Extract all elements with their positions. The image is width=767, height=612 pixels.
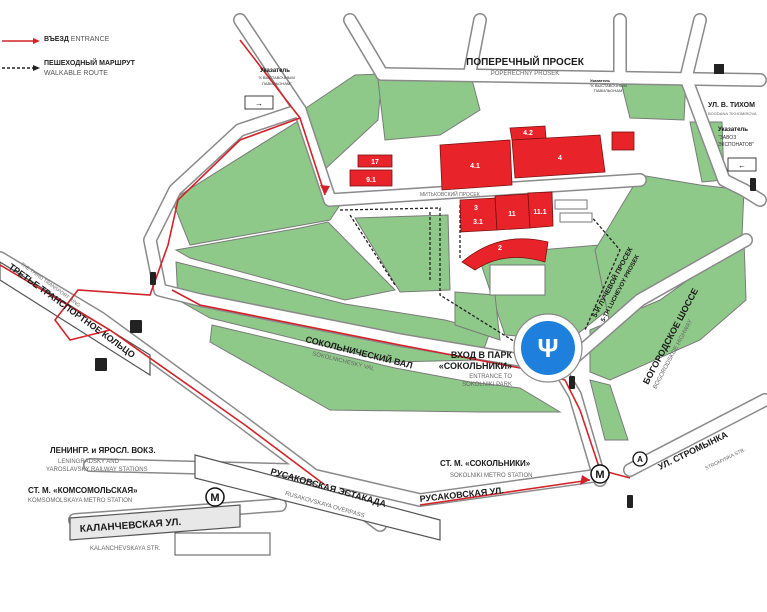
stations-en-line2: YAROSLAVSKY RAILWAY STATIONS <box>46 467 148 473</box>
fuel-icons <box>95 320 142 371</box>
pavilion-3-1-label: 3.1 <box>473 219 483 226</box>
pavilion-2 <box>461 238 549 271</box>
park-green-areas <box>171 71 747 441</box>
legend-entrance-ru: ВЪЕЗД <box>44 36 69 43</box>
metro-komsomolskaya-label: СТ. М. «КОМСОМОЛЬСКАЯ» <box>28 486 138 495</box>
kalanchevskaya-strip <box>69 504 271 556</box>
traffic-light-icon <box>569 376 575 389</box>
svg-text:ПАВИЛЬОНАМ": ПАВИЛЬОНАМ" <box>594 88 624 93</box>
legend-entrance-en: ENTRANCE <box>70 36 110 43</box>
park-entrance-label: ВХОД В ПАРК «СОКОЛЬНИКИ» ENTRANCE TO SOK… <box>439 350 513 388</box>
stations-en-line1: LENINGRADSKY AND <box>58 459 120 465</box>
road-sign-icon <box>714 64 724 74</box>
poperechny-label: ПОПЕРЕЧНЫЙ ПРОСЕК <box>466 55 585 68</box>
pavilion-9-1-label: 9.1 <box>366 177 376 184</box>
pavilion-4-label: 4 <box>558 155 562 162</box>
metro-komsomolskaya: СТ. М. «КОМСОМОЛЬСКАЯ» KOMSOMOLSKAYA MET… <box>28 486 225 507</box>
arrow-right-icon: → <box>255 99 263 108</box>
legend-graphics <box>2 38 40 71</box>
fuel-station-icon <box>130 320 142 333</box>
svg-text:"ЗАВОЗ: "ЗАВОЗ <box>718 135 736 141</box>
pavilions <box>349 125 635 271</box>
metro-sokolniki: СТ. М. «СОКОЛЬНИКИ» SOKOLNIKI METRO STAT… <box>440 459 610 484</box>
pavilion-11-1 <box>527 191 554 229</box>
mitkovsky-label: МИТЬКОВСКИЙ ПРОСЕК <box>420 190 480 198</box>
tikhomirova-label: УЛ. В. ТИХОМ <box>708 102 755 109</box>
walkable-route <box>339 205 621 346</box>
traffic-light-icon <box>627 495 633 508</box>
metro-komsomolskaya-en-label: KOMSOMOLSKAYA METRO STATION <box>28 498 132 504</box>
pavilion-3-label: 3 <box>474 205 478 212</box>
legend-walk-ru: ПЕШЕХОДНЫЙ МАРШРУТ <box>44 60 135 67</box>
pavilion-4 <box>511 134 606 179</box>
svg-text:Указатель: Указатель <box>718 127 748 133</box>
svg-text:"К ВЫСТАВОЧНЫМ: "К ВЫСТАВОЧНЫМ <box>258 75 295 80</box>
stations-label: ЛЕНИНГР. и ЯРОСЛ. ВОКЗ. <box>50 446 156 455</box>
pavilion-17 <box>357 154 393 168</box>
bus-stop: A <box>632 451 648 467</box>
entrance-ru-line2: «СОКОЛЬНИКИ» <box>439 361 512 371</box>
metro-icon <box>205 487 225 507</box>
pavilion-labels: 4.1 4.2 4 3 3.1 11 11.1 2 17 9.1 <box>366 130 562 252</box>
svg-text:Указатель: Указатель <box>590 78 610 83</box>
pavilion-9-1 <box>349 169 393 187</box>
pavilion-small <box>611 131 635 151</box>
entrance-ru-line1: ВХОД В ПАРК <box>451 350 513 360</box>
kalanchevskaya-en-label: KALANCHEVSKAYA STR. <box>90 546 161 552</box>
svg-text:Указатель: Указатель <box>260 68 290 74</box>
sign-exhibition-2: Указатель "К ВЫСТАВОЧНЫМ ПАВИЛЬОНАМ" <box>590 78 627 93</box>
svg-text:"К ВЫСТАВОЧНЫМ: "К ВЫСТАВОЧНЫМ <box>590 83 627 88</box>
pavilion-3 <box>459 197 498 233</box>
metro-sokolniki-label: СТ. М. «СОКОЛЬНИКИ» <box>440 459 531 468</box>
pavilion-11-1-label: 11.1 <box>533 209 546 216</box>
grey-buildings <box>489 199 593 296</box>
metro-symbol: M <box>595 469 604 481</box>
railway-stations: ЛЕНИНГР. и ЯРОСЛ. ВОКЗ. LENINGRADSKY AND… <box>46 446 156 473</box>
metro-icon <box>590 464 610 484</box>
metro-symbol: M <box>210 492 219 504</box>
fountain-icon: Ψ <box>537 333 558 363</box>
sign-exhibits-delivery: Указатель "ЗАВОЗ ЭКСПОНАТОВ" ← <box>718 127 757 172</box>
entrance-plaza <box>513 313 583 383</box>
pavilion-2-label: 2 <box>498 245 502 252</box>
legend-walk-en: WALKABLE ROUTE <box>44 70 108 77</box>
pavilion-4-1 <box>439 139 513 191</box>
traffic-light-icon <box>150 272 156 285</box>
fountain <box>521 321 575 375</box>
entrance-en-line1: ENTRANCE TO <box>469 374 512 380</box>
traffic-light-icons <box>150 178 756 508</box>
arrow-left-icon: ← <box>738 161 746 170</box>
pavilion-17-label: 17 <box>371 159 379 166</box>
svg-text:ПАВИЛЬОНАМ": ПАВИЛЬОНАМ" <box>262 81 292 86</box>
metro-sokolniki-en-label: SOKOLNIKI METRO STATION <box>450 473 532 479</box>
svg-text:ЭКСПОНАТОВ": ЭКСПОНАТОВ" <box>718 142 754 148</box>
pavilion-4-1-label: 4.1 <box>470 163 480 170</box>
fuel-station-icon <box>95 358 107 371</box>
traffic-light-icon <box>750 178 756 191</box>
poperechny-en-label: POPERECHNY PROSEK <box>491 71 560 77</box>
bus-stop-icon: A <box>637 455 643 464</box>
sign-exhibition-1: Указатель "К ВЫСТАВОЧНЫМ ПАВИЛЬОНАМ" → <box>244 68 295 110</box>
pavilion-4-2-label: 4.2 <box>523 130 533 137</box>
tikhomirova-en-label: BOGDANA TIKHOMIROVA <box>708 111 757 116</box>
route-arrows <box>320 185 590 485</box>
overpass-rusakovskaya <box>194 454 441 541</box>
pavilion-11-label: 11 <box>508 211 516 218</box>
entrance-en-line2: SOKOLNIKI PARK <box>462 382 512 388</box>
